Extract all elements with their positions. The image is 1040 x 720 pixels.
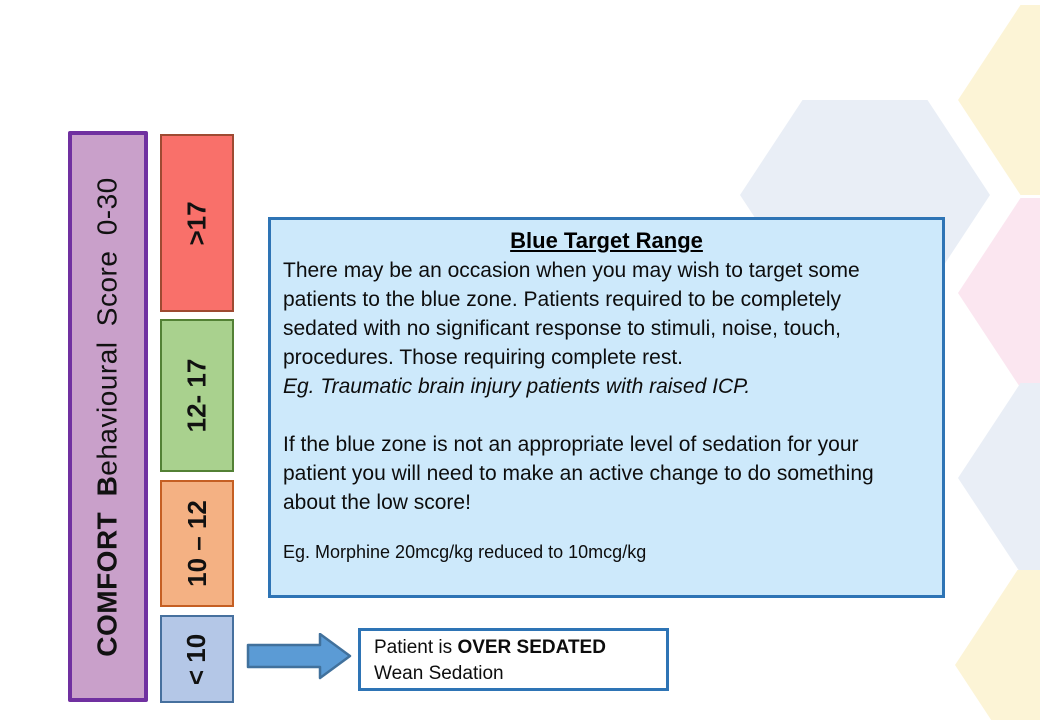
score-label: 10 – 12 [181, 500, 212, 587]
right-arrow-icon [246, 633, 352, 680]
score-label: < 10 [181, 633, 212, 685]
score-box-under-10: < 10 [160, 615, 234, 703]
info-dose-example-line: Eg. Morphine 20mcg/kg reduced to 10mcg/k… [283, 542, 647, 562]
info-body-line: about the low score! [283, 491, 471, 514]
score-label: 12- 17 [181, 358, 212, 433]
comfort-scale-title: COMFORT Behavioural Score 0-30 [92, 176, 124, 657]
info-box-title: Blue Target Range [510, 228, 703, 253]
info-body-line: If the blue zone is not an appropriate l… [283, 433, 859, 456]
score-box-over-17: >17 [160, 134, 234, 312]
hexagon-decoration [958, 383, 1040, 573]
over-sedated-callout: Patient is OVER SEDATED Wean Sedation [358, 628, 669, 691]
info-body-line: procedures. Those requiring complete res… [283, 346, 683, 369]
info-body-line: There may be an occasion when you may wi… [283, 259, 860, 282]
score-box-10-12: 10 – 12 [160, 480, 234, 607]
blue-target-info-box: Blue Target Range There may be an occasi… [268, 217, 945, 598]
comfort-scale-bar: COMFORT Behavioural Score 0-30 [68, 131, 148, 702]
callout-line-1: Patient is OVER SEDATED [374, 637, 606, 658]
hexagon-decoration [958, 198, 1040, 388]
hexagon-decoration [955, 570, 1040, 720]
info-body-line: patient you will need to make an active … [283, 462, 874, 485]
spacer [283, 401, 930, 430]
score-box-12-17: 12- 17 [160, 319, 234, 472]
score-label: >17 [181, 200, 212, 246]
info-example-line: Eg. Traumatic brain injury patients with… [283, 375, 751, 398]
callout-line-2: Wean Sedation [374, 663, 504, 684]
info-body-line: sedated with no significant response to … [283, 317, 841, 340]
info-body-line: patients to the blue zone. Patients requ… [283, 288, 842, 311]
